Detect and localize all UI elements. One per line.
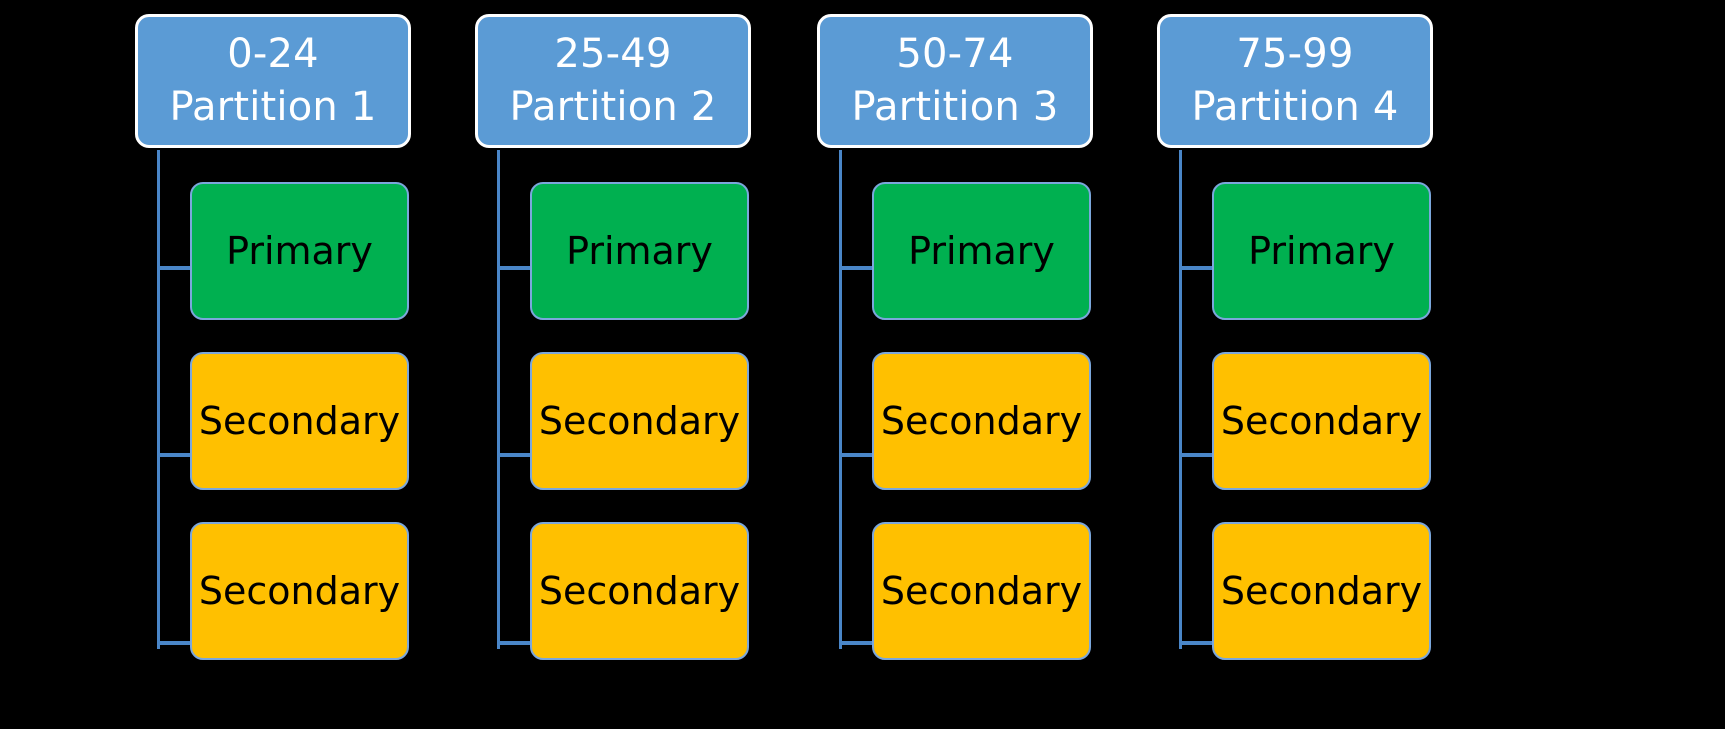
node-primary-2[interactable]: Primary: [530, 182, 749, 320]
node-secondary-2-2[interactable]: Secondary: [530, 522, 749, 660]
connector-stub-3-1: [839, 266, 874, 270]
connector-trunk-3: [839, 150, 842, 649]
connector-stub-4-1: [1179, 266, 1214, 270]
partition-header-4[interactable]: 75-99 Partition 4: [1157, 14, 1433, 148]
connector-stub-2-2: [497, 453, 532, 457]
partition-column-3: 50-74 Partition 3 Primary Secondary Seco…: [817, 0, 1157, 729]
connector-stub-1-1: [157, 266, 192, 270]
partition-header-2[interactable]: 25-49 Partition 2: [475, 14, 751, 148]
node-primary-4[interactable]: Primary: [1212, 182, 1431, 320]
connector-stub-4-3: [1179, 641, 1214, 645]
partition-column-4: 75-99 Partition 4 Primary Secondary Seco…: [1157, 0, 1497, 729]
node-primary-3[interactable]: Primary: [872, 182, 1091, 320]
connector-trunk-1: [157, 150, 160, 649]
partition-header-1[interactable]: 0-24 Partition 1: [135, 14, 411, 148]
node-primary-1[interactable]: Primary: [190, 182, 409, 320]
partition-range-3: 50-74: [896, 31, 1014, 78]
node-secondary-3-1[interactable]: Secondary: [872, 352, 1091, 490]
partition-column-2: 25-49 Partition 2 Primary Secondary Seco…: [475, 0, 815, 729]
partition-range-4: 75-99: [1236, 31, 1354, 78]
connector-stub-1-3: [157, 641, 192, 645]
partition-range-1: 0-24: [227, 31, 319, 78]
node-secondary-3-2[interactable]: Secondary: [872, 522, 1091, 660]
node-secondary-4-1[interactable]: Secondary: [1212, 352, 1431, 490]
connector-stub-1-2: [157, 453, 192, 457]
connector-trunk-2: [497, 150, 500, 649]
connector-stub-2-3: [497, 641, 532, 645]
connector-stub-2-1: [497, 266, 532, 270]
connector-trunk-4: [1179, 150, 1182, 649]
node-secondary-2-1[interactable]: Secondary: [530, 352, 749, 490]
partition-name-2: Partition 2: [509, 84, 717, 130]
partition-header-3[interactable]: 50-74 Partition 3: [817, 14, 1093, 148]
partition-range-2: 25-49: [554, 31, 672, 78]
connector-stub-4-2: [1179, 453, 1214, 457]
node-secondary-1-1[interactable]: Secondary: [190, 352, 409, 490]
node-secondary-1-2[interactable]: Secondary: [190, 522, 409, 660]
connector-stub-3-3: [839, 641, 874, 645]
partition-name-4: Partition 4: [1191, 84, 1399, 130]
partition-name-3: Partition 3: [851, 84, 1059, 130]
partition-name-1: Partition 1: [169, 84, 377, 130]
partition-column-1: 0-24 Partition 1 Primary Secondary Secon…: [135, 0, 475, 729]
node-secondary-4-2[interactable]: Secondary: [1212, 522, 1431, 660]
connector-stub-3-2: [839, 453, 874, 457]
